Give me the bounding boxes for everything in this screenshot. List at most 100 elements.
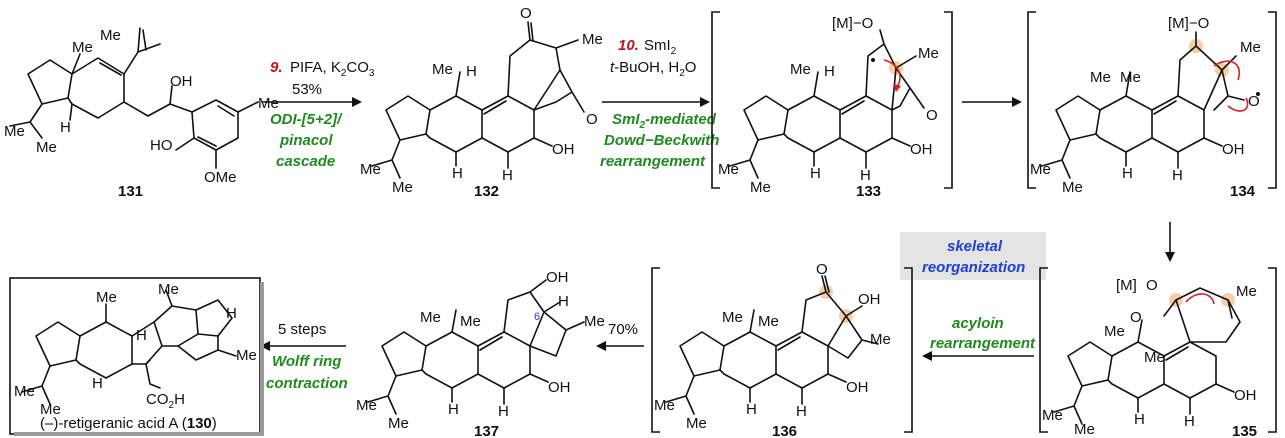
h-label: H [1172, 167, 1183, 184]
compound-label: 135 [1232, 423, 1257, 438]
me-label: Me [582, 31, 603, 48]
me-label: Me [4, 123, 25, 140]
me-label: Me [14, 383, 35, 400]
h-label: H [796, 403, 807, 420]
compound-136: O OH Me Me Me OH H H Me Me 136 [651, 261, 913, 438]
compound-132: O Me O Me H OH H H Me Me 132 [360, 5, 603, 200]
method-note: contraction [266, 375, 348, 392]
me-label: Me [1030, 161, 1051, 178]
me-label: Me [870, 331, 891, 348]
me-label: Me [722, 309, 743, 326]
me-label: Me [1120, 69, 1141, 86]
me-label: Me [1042, 407, 1063, 424]
h-label: H [824, 63, 835, 80]
step9-arrow-group: 9. PIFA, K2CO3 53% ODI-[5+2]/ pinacol ca… [262, 59, 375, 170]
arrowhead-icon [596, 341, 606, 351]
method-note: acyloin [952, 315, 1004, 332]
yield-text: 53% [292, 81, 322, 98]
o-label: O [1146, 277, 1158, 294]
me-label: Me [758, 313, 779, 330]
reagent-text: PIFA, K2CO3 [290, 59, 375, 79]
h-label: H [810, 165, 821, 182]
arrowhead-icon [700, 97, 710, 107]
oh-label: OH [170, 73, 193, 90]
solvent-text: t-BuOH, H2O [610, 59, 696, 79]
compound-label: 137 [474, 423, 499, 438]
me-label: Me [388, 415, 409, 432]
ho-label: HO [150, 137, 173, 154]
me-label: Me [158, 281, 179, 298]
yield-text: 70% [608, 321, 638, 338]
skeletal-reorganization-box [900, 232, 1046, 280]
compound-137: OH H 6 Me Me Me OH H H Me Me 137 [356, 269, 605, 438]
me-label: Me [100, 27, 121, 44]
h-label: H [498, 403, 509, 420]
h-label: H [92, 375, 103, 392]
me-label: Me [686, 415, 707, 432]
compound-label: 136 [772, 423, 797, 438]
me-label: Me [356, 397, 377, 414]
me-label: Me [36, 139, 57, 156]
method-note: Wolff ring [272, 353, 341, 370]
me-label: Me [918, 45, 939, 62]
step-number: 10. [618, 37, 639, 54]
reagent-text: SmI2 [644, 37, 677, 57]
compound-133: [M]−O Me O Me H OH H H Me Me 133 [711, 11, 953, 200]
me-label: Me [1240, 39, 1261, 56]
h-label: H [1134, 411, 1145, 428]
me-label: Me [360, 161, 381, 178]
carbon-6-label: 6 [534, 311, 540, 323]
curly-arrow-icon [1213, 60, 1241, 81]
oh-label: OH [858, 291, 881, 308]
steps-text: 5 steps [278, 321, 326, 338]
me-label: Me [1074, 421, 1095, 438]
h-label: H [452, 165, 463, 182]
me-label: Me [654, 397, 675, 414]
oh-label: OH [552, 141, 575, 158]
h-label: H [1122, 165, 1133, 182]
ome-label: OMe [204, 169, 237, 186]
me-label: Me [1144, 349, 1165, 366]
arrowhead-icon [1165, 252, 1175, 262]
o-label: O [1130, 309, 1142, 326]
arrowhead-icon [352, 97, 362, 107]
o-label: O [1248, 93, 1260, 110]
me-label: Me [72, 39, 93, 56]
product-name: (–)-retigeranic acid A (130) [40, 415, 217, 432]
o-label: O [816, 261, 828, 278]
compound-131: Me Me OH H Me Me HO OMe Me 131 [4, 27, 279, 200]
compound-label: 133 [856, 183, 881, 200]
arrowhead-icon [922, 351, 932, 361]
me-label: Me [790, 61, 811, 78]
o-label: O [586, 111, 598, 128]
oh-label: OH [546, 269, 569, 286]
method-note: Dowd−Beckwith [604, 132, 719, 149]
compound-134: [M]−O Me O Me Me OH H H Me Me 134 [1027, 11, 1277, 200]
method-note: cascade [276, 153, 335, 170]
h-label: H [558, 293, 569, 310]
step10-arrow-group: 10. SmI2 t-BuOH, H2O SmI2-mediated Dowd−… [600, 37, 719, 170]
metal-oxy-label: [M]−O [832, 15, 873, 32]
me-label: Me [1062, 179, 1083, 196]
o-label: O [926, 107, 938, 124]
arrowhead-icon [260, 341, 270, 351]
product-box-130: Me Me H H Me H Me Me CO2H (–)-retigerani… [9, 277, 264, 436]
me-label: Me [718, 161, 739, 178]
o-label: O [520, 5, 532, 22]
method-note: ODI-[5+2]/ [270, 111, 343, 128]
step-number: 9. [270, 59, 283, 76]
me-label: Me [1104, 323, 1125, 340]
curly-arrow-icon [1185, 293, 1215, 305]
me-label: Me [40, 401, 61, 418]
oh-label: OH [1234, 387, 1257, 404]
curly-arrow-icon [1227, 97, 1249, 112]
compound-label: 134 [1230, 183, 1256, 200]
me-label: Me [420, 309, 441, 326]
me-label: Me [392, 179, 413, 196]
metal-oxy-label: [M]−O [1168, 15, 1209, 32]
skeletal-text: reorganization [922, 259, 1025, 276]
me-label: Me [1236, 283, 1257, 300]
me-label: Me [432, 61, 453, 78]
oh-label: OH [548, 379, 571, 396]
